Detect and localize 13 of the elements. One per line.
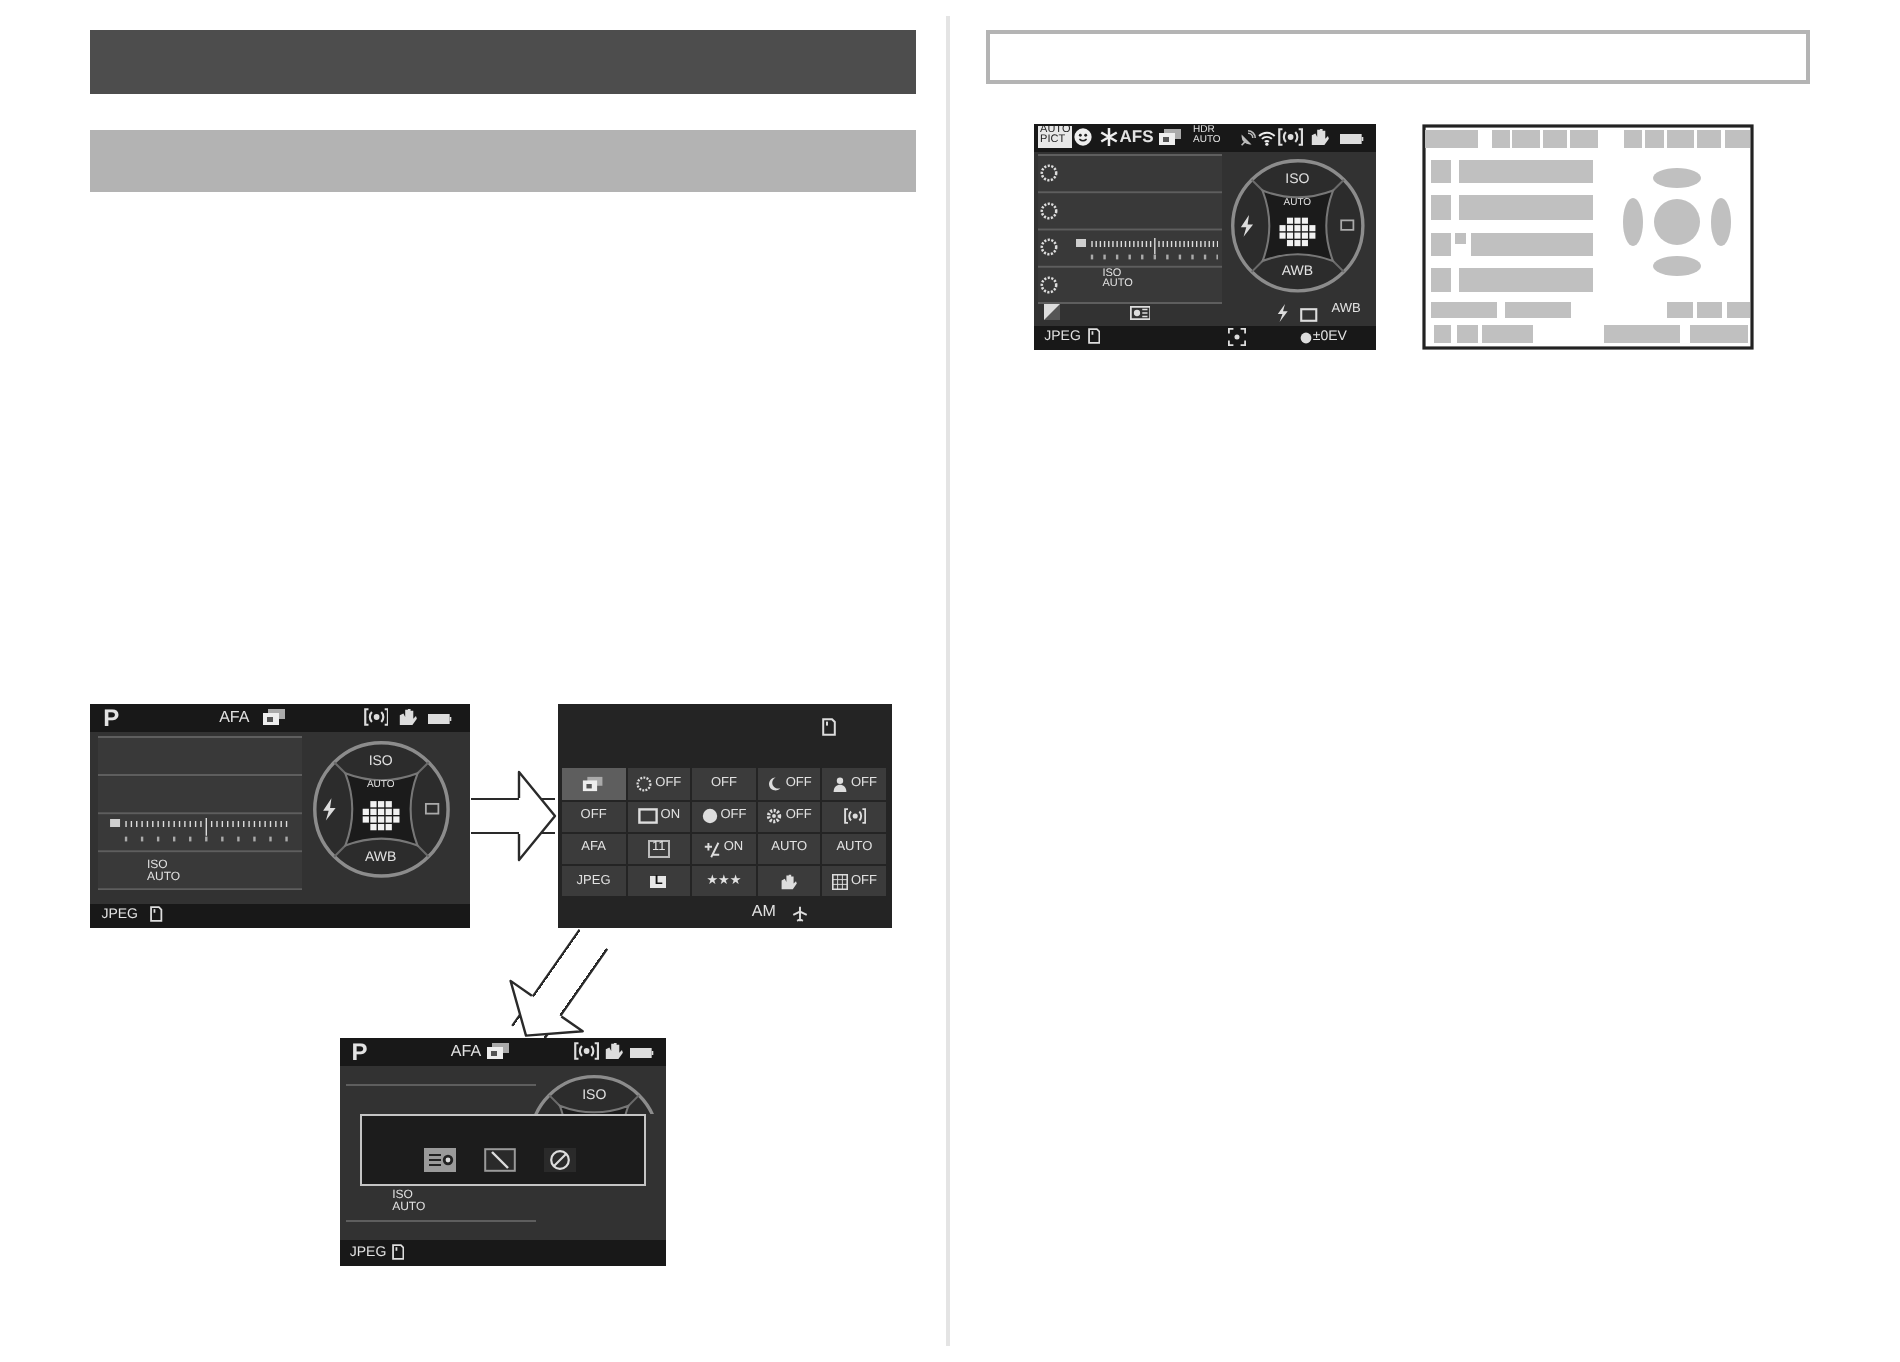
camera-screen: [340, 1038, 666, 1266]
display-text: AFA: [450, 1043, 482, 1060]
heading-bar: [90, 130, 916, 192]
display-text: P: [103, 705, 120, 730]
camera-screen: [1034, 124, 1376, 350]
display-text: P: [351, 1039, 368, 1064]
heading-bar: [90, 30, 916, 94]
display-text: AFS: [1119, 127, 1154, 145]
heading-frame: [986, 30, 1810, 84]
camera-screen: [90, 704, 470, 928]
camera-screen: [558, 704, 892, 928]
display-text: AM: [751, 904, 776, 921]
display-text: AFA: [219, 709, 250, 726]
